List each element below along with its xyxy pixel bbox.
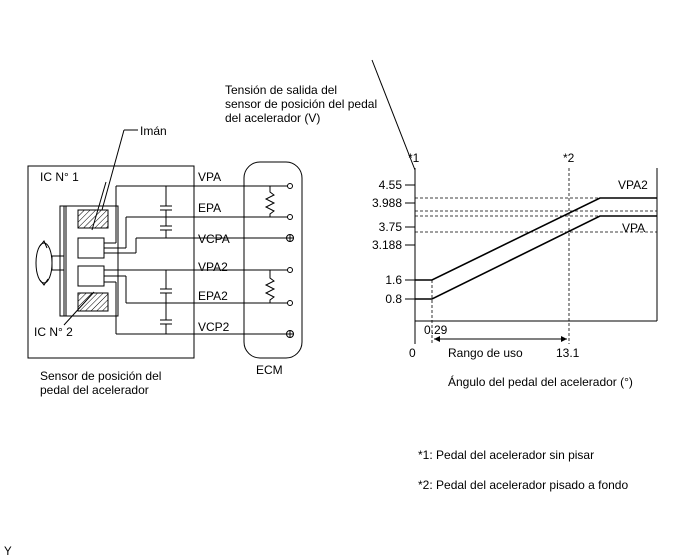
wiring: [104, 185, 288, 335]
ytick-3-75: 3.75: [379, 220, 403, 234]
ic1-chip: [77, 237, 105, 259]
ecm-outline: [243, 161, 303, 359]
graph-xlabel: Ángulo del pedal del acelerador (°): [448, 374, 633, 389]
capacitor-1: [160, 186, 172, 217]
magnet-yoke: [59, 205, 67, 317]
terminal-vcpa: VCPA: [198, 232, 230, 246]
ecm-label: ECM: [256, 363, 283, 377]
terminal-labels: VPA EPA VCPA VPA2 EPA2 VCP2: [198, 170, 230, 334]
output-graph: Tensión de salida del sensor de posición…: [225, 59, 658, 389]
ic1-label: IC N° 1: [40, 170, 79, 184]
ytick-4-55: 4.55: [379, 178, 403, 192]
series-vpa2-line: [415, 197, 657, 281]
series-vpa2-label: VPA2: [618, 178, 648, 192]
xtick-0: 0: [409, 346, 416, 360]
terminal-vcp2: VCP2: [198, 320, 230, 334]
series-vpa-label: VPA: [622, 221, 645, 235]
graph-ylabel-line1: Tensión de salida del: [225, 83, 337, 97]
ytick-3-988: 3.988: [372, 196, 402, 210]
range-label: Rango de uso: [448, 346, 523, 360]
sensor-housing: [27, 165, 195, 359]
magnet-label: Imán: [140, 124, 167, 138]
xtick-13-1: 13.1: [556, 346, 580, 360]
ecm-block: ECM: [243, 161, 303, 377]
capacitor-2: [160, 217, 172, 238]
ecm-pin-vpa: [287, 183, 293, 189]
resistor-epa: [264, 186, 276, 217]
magnet-hatch-bottom: [77, 292, 109, 312]
terminal-epa2: EPA2: [198, 289, 228, 303]
magnet-pointer: [101, 129, 125, 211]
capacitor-3: [160, 270, 172, 303]
capacitor-4: [160, 303, 172, 334]
note-1: *1: Pedal del acelerador sin pisar: [418, 448, 594, 462]
ytick-3-188: 3.188: [372, 238, 402, 252]
xtick-0-29: 0.29: [424, 323, 448, 337]
rotation-arrow-icon: [35, 240, 53, 286]
ecm-pin-epa: [287, 214, 293, 220]
graph-ylabel-line2: sensor de posición del pedal: [225, 97, 377, 111]
mark-1: *1: [408, 151, 420, 165]
range-arrow: [434, 336, 567, 342]
terminal-vpa2: VPA2: [198, 260, 228, 274]
terminal-vpa: VPA: [198, 170, 221, 184]
ecm-pin-vpa2: [287, 267, 293, 273]
series-vpa-line: [415, 215, 657, 300]
ytick-0-8: 0.8: [385, 292, 402, 306]
pedal-shaft: [51, 255, 65, 271]
resistor-epa2: [264, 270, 276, 303]
ic2-label: IC N° 2: [34, 325, 73, 339]
note-2: *2: Pedal del acelerador pisado a fondo: [418, 478, 628, 492]
graph-ylabel-line3: del acelerador (V): [225, 111, 320, 125]
ic2-pointer: [63, 291, 95, 326]
sensor-assembly: IC N° 1 Imán IC N° 2 Sensor de posición …: [27, 124, 195, 397]
sensor-label-line2: pedal del acelerador: [40, 383, 149, 397]
terminal-epa: EPA: [198, 201, 221, 215]
ic1-pointer: [91, 181, 107, 231]
ecm-pin-epa2: [287, 300, 293, 306]
sensor-label-line1: Sensor de posición del: [40, 369, 161, 383]
ylabel-leader: [371, 59, 416, 171]
ic2-chip: [77, 265, 105, 287]
ytick-1-6: 1.6: [385, 273, 402, 287]
corner-mark: Y: [4, 546, 12, 558]
mark-2: *2: [563, 151, 575, 165]
